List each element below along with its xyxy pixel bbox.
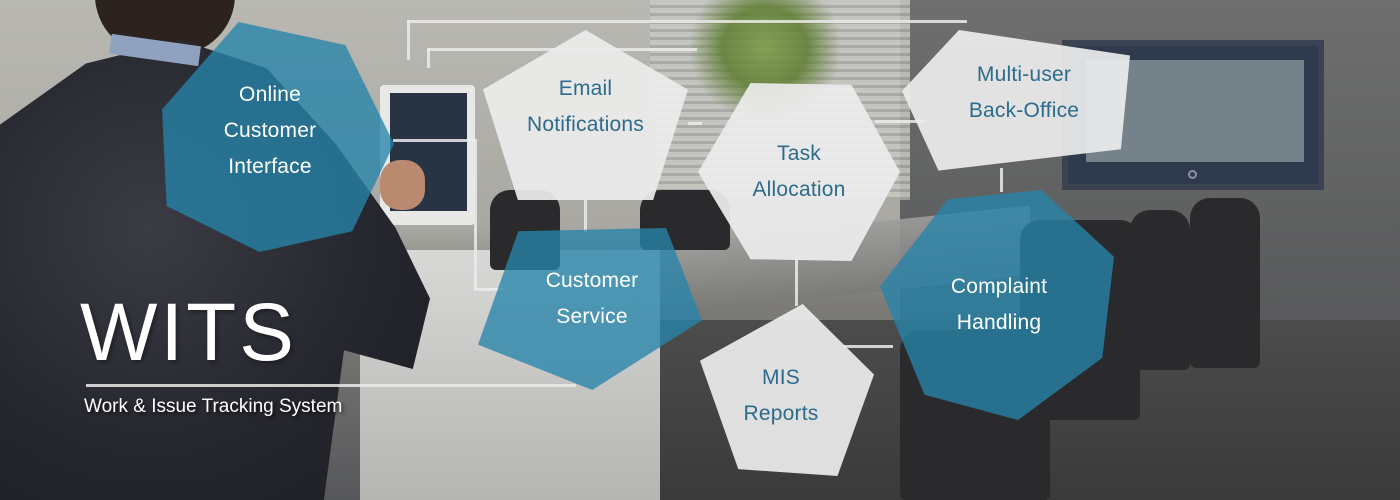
connector-line (843, 345, 893, 348)
connector-line (795, 258, 798, 306)
feature-label: Task (777, 142, 821, 165)
feature-label: Back-Office (968, 99, 1080, 122)
connector-line (688, 122, 702, 125)
person-hand (380, 160, 425, 210)
page-title: WITS (80, 287, 297, 378)
connector-line (875, 120, 925, 123)
background-chair (1130, 210, 1190, 370)
page-subtitle: Work & Issue Tracking System (84, 396, 343, 417)
wall-screen-button (1188, 170, 1197, 179)
connector-line (474, 288, 504, 291)
feature-label: Service (556, 305, 628, 328)
connector-line (427, 48, 430, 68)
connector-line (407, 20, 410, 60)
connector-line (584, 198, 587, 232)
feature-label: Customer (223, 119, 317, 142)
feature-label: Handling (956, 311, 1042, 334)
feature-label: Reports (743, 402, 819, 425)
feature-label: Multi-user (976, 63, 1072, 86)
title-rule (86, 384, 576, 387)
connector-line (1000, 168, 1003, 192)
feature-label: MIS (762, 366, 800, 389)
feature-label: Email (558, 77, 613, 100)
feature-label: Interface (228, 155, 312, 178)
connector-line (407, 20, 967, 23)
feature-multi-user-back-office[interactable]: Multi-user Back-Office (902, 30, 1130, 171)
connector-line (393, 139, 475, 142)
feature-label: Notifications (527, 113, 644, 136)
feature-label: Online (239, 83, 301, 106)
feature-label: Complaint (950, 275, 1048, 298)
connector-line (474, 139, 477, 289)
background-chair (1190, 198, 1260, 368)
feature-label: Allocation (752, 178, 846, 201)
feature-label: Customer (545, 269, 639, 292)
